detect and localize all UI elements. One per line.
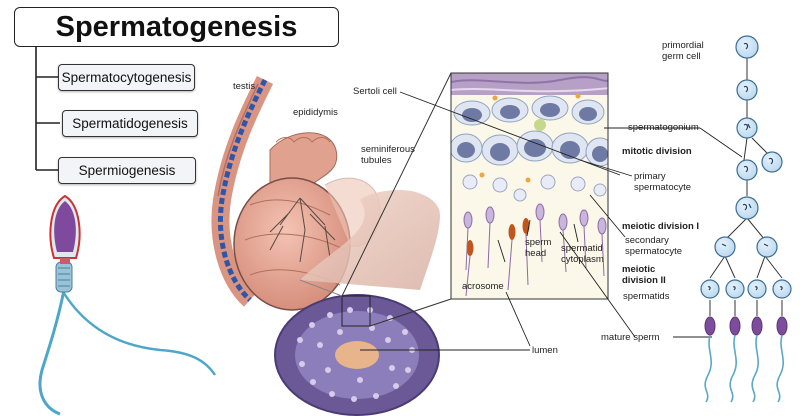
zoom-guides	[299, 72, 452, 327]
lineage-chromosomes	[707, 42, 783, 291]
label-mature-sperm: mature sperm	[601, 332, 660, 343]
tubule-cross-section	[274, 190, 440, 416]
label-spermatogonium: spermatogonium	[628, 122, 699, 133]
phase-box-spermatocytogenesis: Spermatocytogenesis	[58, 64, 195, 91]
label-primordial-germ-cell: primordial germ cell	[662, 40, 704, 62]
label-meiotic-division-1: meiotic division I	[622, 221, 700, 232]
diagram-title: Spermatogenesis	[14, 7, 339, 47]
label-sertoli-cell: Sertoli cell	[353, 86, 397, 97]
cell-lineage-tree	[709, 58, 783, 316]
phase-box-spermiogenesis: Spermiogenesis	[58, 157, 196, 184]
sperm-illustration	[38, 194, 216, 416]
label-spermatid-cytoplasm: spermatid cytoplasm	[561, 243, 604, 265]
leader-lines	[360, 91, 743, 351]
magnified-epithelium-panel	[451, 73, 608, 299]
label-mitotic-division: mitotic division	[622, 146, 692, 157]
panel-frame	[450, 72, 609, 300]
label-meiotic-division-2: meiotic division II	[622, 264, 666, 286]
label-sperm-head: sperm head	[525, 237, 552, 259]
label-spermatids: spermatids	[623, 291, 670, 302]
label-primary-spermatocyte: primary spermatocyte	[634, 171, 692, 193]
label-testis: testis	[233, 81, 256, 92]
phase-box-spermatidogenesis: Spermatidogenesis	[62, 110, 198, 137]
label-epididymis: epididymis	[293, 107, 338, 118]
mature-sperm-row	[704, 316, 788, 403]
label-lumen: lumen	[532, 345, 558, 356]
label-seminiferous-tubules: seminiferous tubules	[361, 144, 415, 166]
label-secondary-spermatocyte: secondary spermatocyte	[625, 235, 683, 257]
label-acrosome: acrosome	[462, 281, 504, 292]
testis-illustration	[211, 75, 381, 311]
lineage-cells	[700, 35, 792, 299]
